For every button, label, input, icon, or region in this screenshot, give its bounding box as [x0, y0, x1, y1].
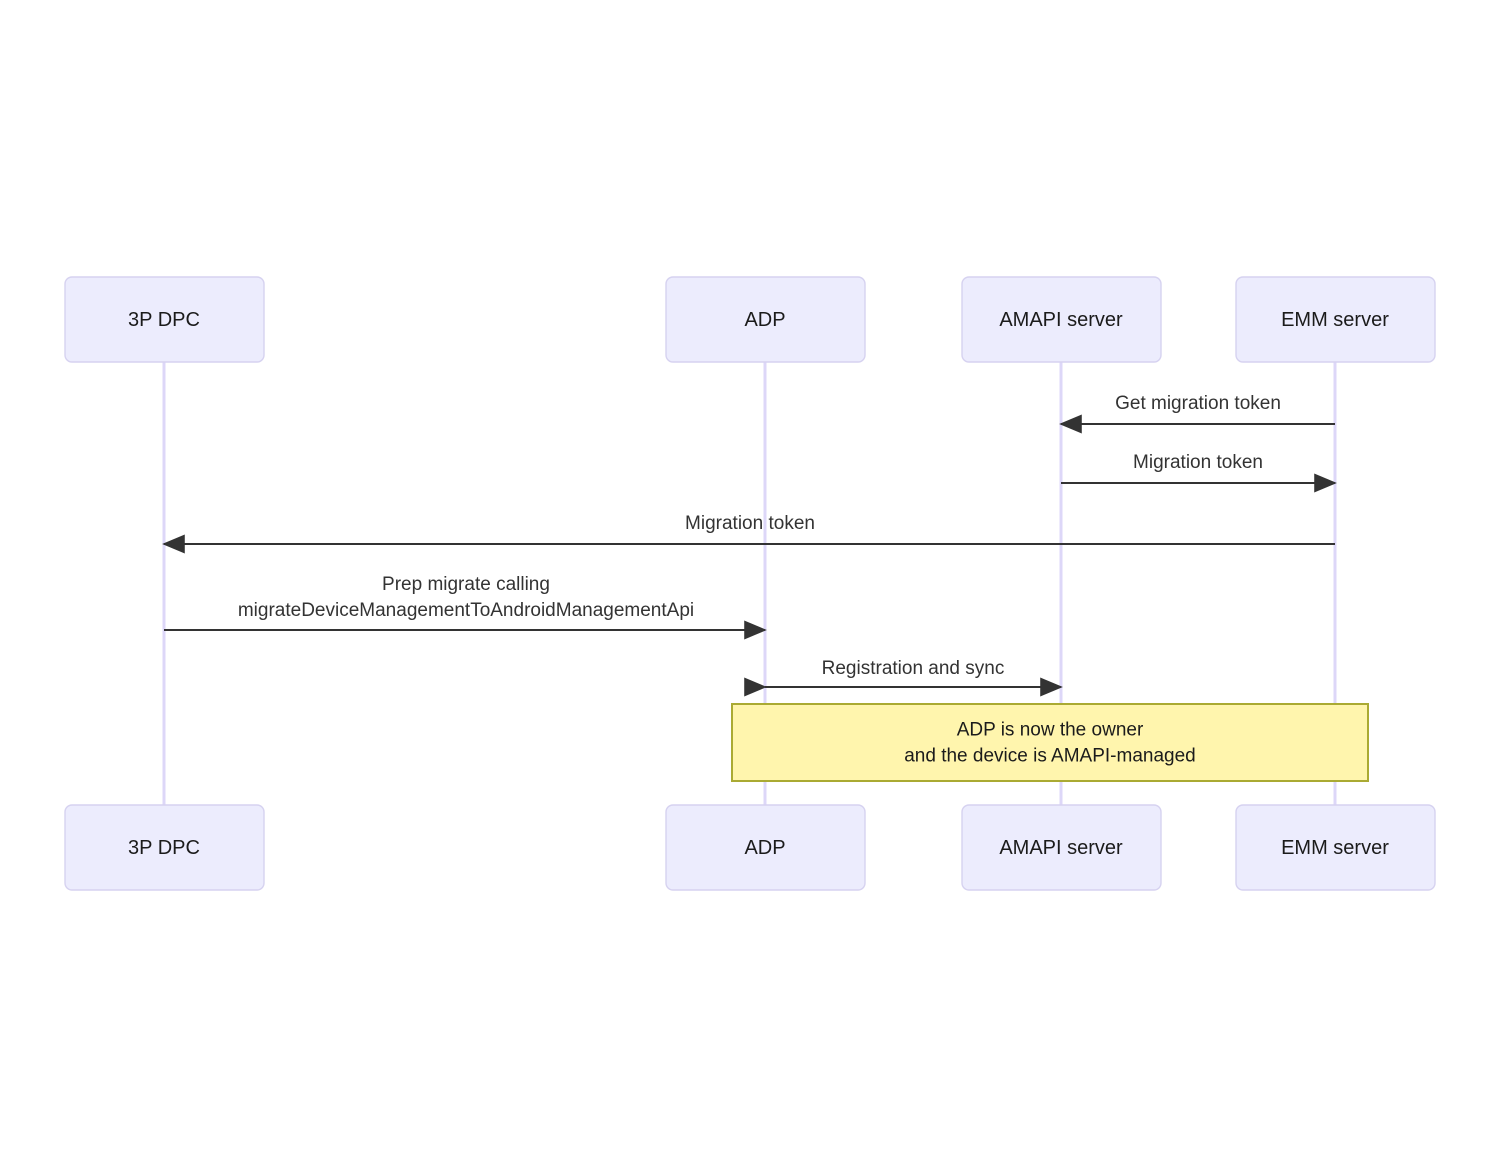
participant-label: ADP: [744, 309, 785, 331]
message-label: Get migration token: [1115, 393, 1281, 414]
participant-label: 3P DPC: [128, 309, 200, 331]
participant-amapi-top[interactable]: AMAPI server: [961, 276, 1162, 363]
participant-amapi-bottom[interactable]: AMAPI server: [961, 804, 1162, 891]
participant-dpc-top[interactable]: 3P DPC: [64, 276, 265, 363]
participant-box: [665, 276, 866, 363]
participant-box: [64, 276, 265, 363]
participant-label: AMAPI server: [999, 837, 1123, 859]
participant-adp-bottom[interactable]: ADP: [665, 804, 866, 891]
participant-adp-top[interactable]: ADP: [665, 276, 866, 363]
participant-label: EMM server: [1281, 309, 1389, 331]
message-m5[interactable]: Registration and sync: [744, 658, 1063, 697]
note-box: [731, 703, 1369, 782]
participant-box: [1235, 804, 1436, 891]
participant-emm-top[interactable]: EMM server: [1235, 276, 1436, 363]
participant-label: EMM server: [1281, 837, 1389, 859]
participant-box: [1235, 276, 1436, 363]
participant-box: [665, 804, 866, 891]
participant-dpc-bottom[interactable]: 3P DPC: [64, 804, 265, 891]
participant-label: 3P DPC: [128, 837, 200, 859]
participant-label: AMAPI server: [999, 309, 1123, 331]
participant-box: [961, 276, 1162, 363]
participant-label: ADP: [744, 837, 785, 859]
message-label: Migration token: [1133, 452, 1263, 473]
participant-box: [64, 804, 265, 891]
message-label: Migration token: [685, 513, 815, 534]
message-m2[interactable]: Migration token: [1061, 452, 1337, 493]
message-m3[interactable]: Migration token: [162, 513, 1335, 554]
participant-emm-bottom[interactable]: EMM server: [1235, 804, 1436, 891]
message-m1[interactable]: Get migration token: [1059, 393, 1335, 434]
participant-box: [961, 804, 1162, 891]
message-label: Registration and sync: [822, 658, 1005, 679]
